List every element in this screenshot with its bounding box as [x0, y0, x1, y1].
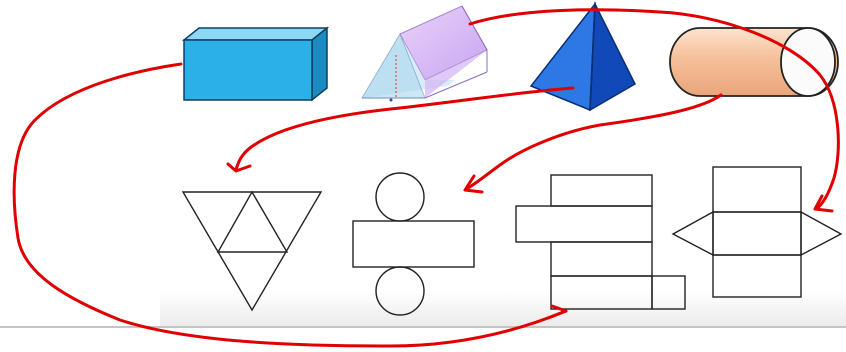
triangular-prism-net — [673, 167, 841, 297]
cylinder-icon — [670, 28, 838, 96]
arrow-cylinder-to-net — [468, 95, 721, 188]
pyramid-icon — [531, 4, 635, 110]
cuboid-net — [516, 175, 685, 309]
cuboid-icon — [184, 28, 327, 100]
floor-band — [160, 290, 846, 326]
triangular-prism-icon — [362, 6, 487, 102]
